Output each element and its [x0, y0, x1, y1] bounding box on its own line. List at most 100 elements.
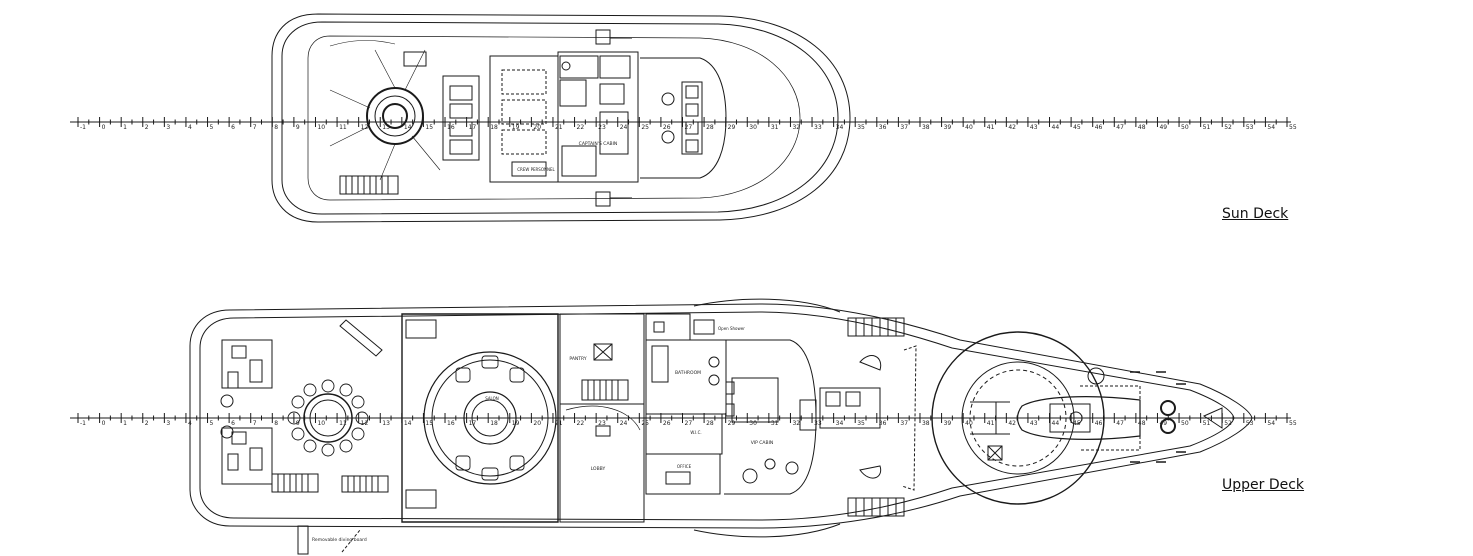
- frame-number-label: 18: [490, 124, 498, 131]
- frame-number-label: 54: [1267, 124, 1275, 131]
- frame-number-label: 37: [900, 124, 908, 131]
- spiral-staircase: [329, 40, 441, 181]
- salon-label: SALON: [485, 396, 499, 401]
- frame-number-label: 43: [1030, 420, 1038, 427]
- sun-deck-hull-outline: [271, 13, 851, 223]
- frame-number-label: 39: [944, 420, 952, 427]
- frame-number-label: 2: [145, 420, 149, 427]
- frame-number-label: 14: [404, 420, 412, 427]
- aft-seating: [220, 339, 273, 485]
- frame-number-label: 41: [987, 124, 995, 131]
- frame-number-label: 50: [1181, 420, 1189, 427]
- frame-number-label: 46: [1095, 420, 1103, 427]
- frame-number-label: 48: [1138, 420, 1146, 427]
- frame-number-label: 35: [857, 124, 865, 131]
- frame-number-label: 20: [533, 124, 541, 131]
- frame-number-label: 37: [900, 420, 908, 427]
- frame-number-label: 13: [382, 420, 390, 427]
- frame-number-label: 11: [339, 420, 347, 427]
- frame-number-label: 6: [231, 124, 235, 131]
- frame-number-label: 9: [296, 124, 300, 131]
- frame-number-label: 15: [425, 420, 433, 427]
- frame-number-label: 51: [1203, 124, 1211, 131]
- frame-number-label: 46: [1095, 124, 1103, 131]
- frame-number-label: 5: [210, 124, 214, 131]
- frame-number-label: 22: [577, 420, 585, 427]
- frame-number-label: 47: [1116, 420, 1124, 427]
- frame-number-label: 8: [274, 420, 278, 427]
- captains-cabin-label: CAPTAIN'S CABIN: [579, 141, 618, 147]
- frame-number-label: 49: [1159, 124, 1167, 131]
- frame-number-label: 45: [1073, 420, 1081, 427]
- frame-number-label: 43: [1030, 124, 1038, 131]
- frame-number-label: 24: [620, 420, 628, 427]
- frame-number-label: 34: [836, 420, 844, 427]
- frame-number-label: 34: [836, 124, 844, 131]
- frame-number-label: 55: [1289, 124, 1297, 131]
- frame-number-label: 7: [253, 420, 257, 427]
- frame-number-label: 0: [102, 124, 106, 131]
- bridge-wings: [595, 29, 632, 207]
- frame-number-label: 49: [1159, 420, 1167, 427]
- frame-number-label: 20: [533, 420, 541, 427]
- frame-number-label: 51: [1203, 420, 1211, 427]
- frame-number-label: 21: [555, 420, 563, 427]
- frame-number-label: 9: [296, 420, 300, 427]
- frame-number-label: 29: [728, 124, 736, 131]
- frame-number-label: 5: [210, 420, 214, 427]
- frame-number-label: 35: [857, 420, 865, 427]
- frame-number-label: 28: [706, 124, 714, 131]
- frame-number-label: 38: [922, 124, 930, 131]
- frame-number-label: 40: [965, 124, 973, 131]
- frame-number-label: 30: [749, 124, 757, 131]
- frame-number-label: 7: [253, 124, 257, 131]
- removable-diving-board-label: Removable diving board: [312, 537, 367, 543]
- frame-number-label: 19: [512, 124, 520, 131]
- sun-deck-plan: CREW PERSONNEL CAPTAIN'S CABIN: [271, 13, 851, 223]
- frame-number-label: 4: [188, 420, 192, 427]
- frame-number-label: 53: [1246, 124, 1254, 131]
- upper-deck-plan: SALON PANTRY LOBBY Open Shower: [189, 298, 1253, 555]
- frame-number-label: 40: [965, 420, 973, 427]
- lobby-label: LOBBY: [591, 466, 606, 472]
- frame-number-label: 29: [728, 420, 736, 427]
- frame-number-label: 16: [447, 124, 455, 131]
- frame-number-label: 23: [598, 420, 606, 427]
- frame-number-label: 17: [469, 420, 477, 427]
- frame-number-label: 28: [706, 420, 714, 427]
- office-label: OFFICE: [677, 464, 692, 469]
- frame-number-label: 27: [685, 420, 693, 427]
- frame-number-label: -1: [80, 124, 86, 131]
- frame-number-label: 11: [339, 124, 347, 131]
- frame-number-label: 52: [1224, 124, 1232, 131]
- upper-deck-title: Upper Deck: [1222, 477, 1305, 493]
- frame-number-label: 44: [1052, 420, 1060, 427]
- frame-number-label: 17: [469, 124, 477, 131]
- frame-number-label: 2: [145, 124, 149, 131]
- frame-number-label: 21: [555, 124, 563, 131]
- frame-number-label: 6: [231, 420, 235, 427]
- frame-number-label: 1: [123, 420, 127, 427]
- frame-number-label: 22: [577, 124, 585, 131]
- frame-number-label: 23: [598, 124, 606, 131]
- frame-number-label: 44: [1052, 124, 1060, 131]
- frame-number-label: 50: [1181, 124, 1189, 131]
- frame-number-label: 12: [361, 420, 369, 427]
- pantry-lobby: PANTRY LOBBY: [559, 313, 645, 523]
- frame-number-label: 31: [771, 124, 779, 131]
- frame-number-label: 47: [1116, 124, 1124, 131]
- frame-number-label: 18: [490, 420, 498, 427]
- sun-deck-title: Sun Deck: [1222, 206, 1289, 222]
- frame-number-label: 36: [879, 420, 887, 427]
- frame-number-label: 25: [641, 420, 649, 427]
- wic-label: W.I.C.: [690, 430, 701, 435]
- frame-number-label: 0: [102, 420, 106, 427]
- frame-number-label: 36: [879, 124, 887, 131]
- frame-number-label: 24: [620, 124, 628, 131]
- vip-cabin-label: VIP CABIN: [751, 440, 774, 446]
- crew-personnel-label: CREW PERSONNEL: [517, 167, 555, 172]
- pantry-label: PANTRY: [569, 356, 586, 362]
- frame-number-label: 1: [123, 124, 127, 131]
